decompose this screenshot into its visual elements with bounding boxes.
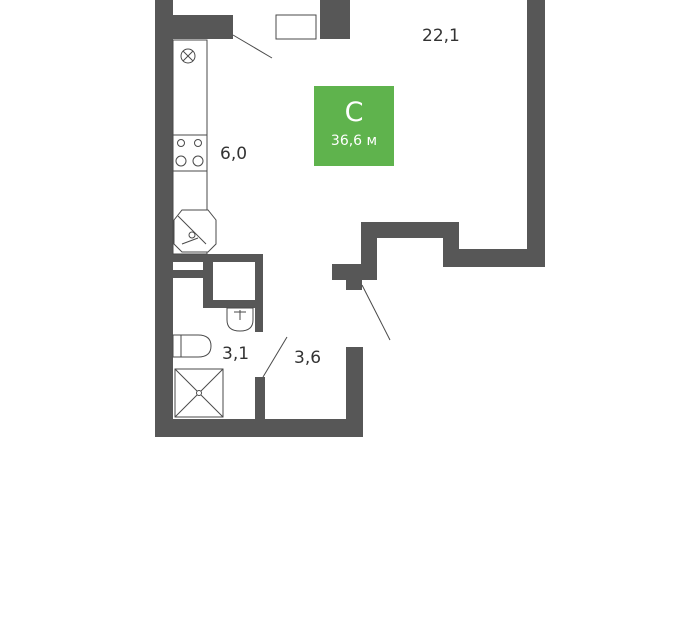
bath-right-wall bbox=[255, 254, 263, 332]
bath-door-jamb bbox=[255, 377, 265, 419]
shaft-bottom bbox=[203, 300, 263, 308]
shower-tray-icon bbox=[174, 368, 224, 418]
apartment-type-badge: С 36,6 м bbox=[314, 86, 394, 166]
window bbox=[275, 14, 317, 40]
bath-door-swing-line bbox=[262, 336, 288, 378]
kitchen-bath-wall-stub bbox=[173, 270, 203, 278]
top-left-wall bbox=[155, 0, 163, 15]
kitchen-sink-icon bbox=[173, 209, 217, 253]
room-area-living: 22,1 bbox=[422, 26, 460, 46]
top-wall-stub bbox=[163, 15, 233, 39]
entry-door-swing-line bbox=[361, 284, 391, 341]
cooktop-icon bbox=[172, 134, 208, 172]
apartment-type-label: С bbox=[344, 97, 364, 128]
washbasin-icon bbox=[226, 307, 254, 332]
left-outer-wall bbox=[155, 0, 173, 437]
room-area-bathroom: 3,1 bbox=[222, 344, 249, 364]
bottom-outer-wall bbox=[155, 419, 363, 437]
toilet-icon bbox=[172, 334, 212, 358]
shaft-left bbox=[203, 254, 213, 308]
gas-meter-icon bbox=[180, 48, 196, 64]
room-area-kitchen: 6,0 bbox=[220, 144, 247, 164]
door-swing-line bbox=[232, 34, 273, 59]
entry-door-jamb bbox=[346, 264, 362, 290]
walls bbox=[155, 0, 545, 437]
inner-notch-top bbox=[361, 222, 459, 238]
kitchen-bath-wall-left bbox=[173, 254, 263, 262]
apartment-total-area: 36,6 м bbox=[330, 133, 378, 149]
right-bottom-wall bbox=[443, 249, 545, 267]
right-outer-wall bbox=[527, 0, 545, 267]
room-area-hallway: 3,6 bbox=[294, 348, 321, 368]
hallway-right-wall bbox=[346, 347, 363, 437]
top-right-column bbox=[320, 0, 350, 39]
